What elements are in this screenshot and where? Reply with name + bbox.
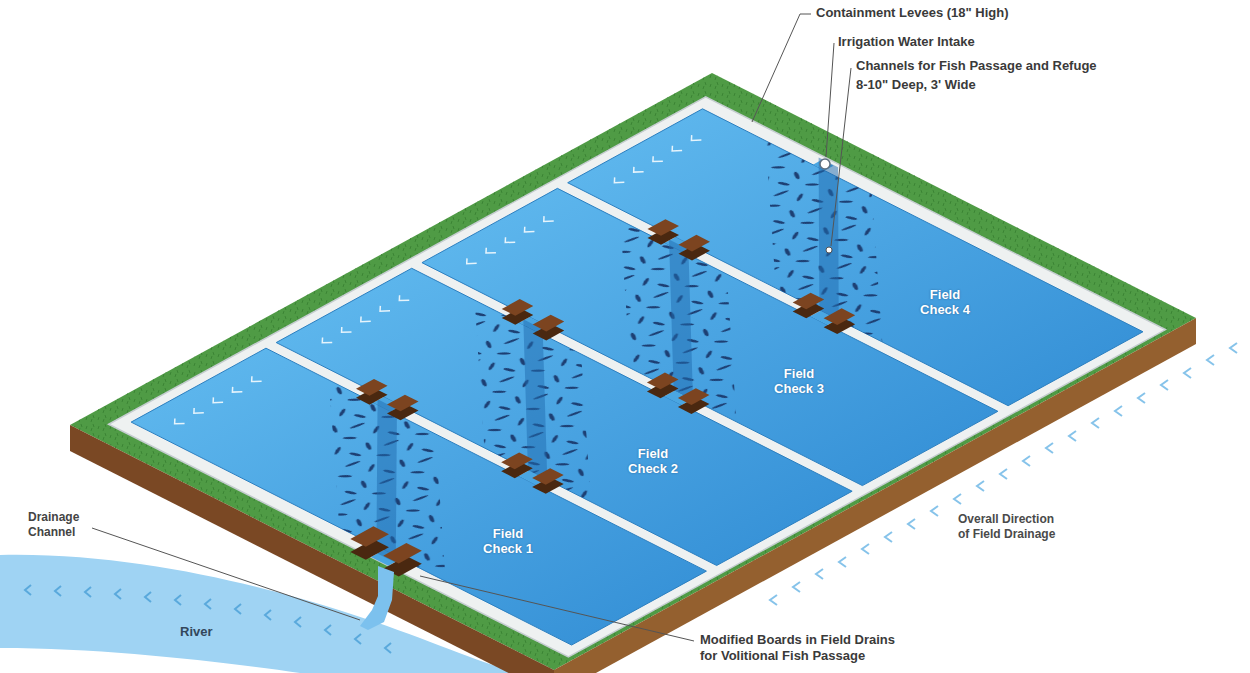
fish-school — [194, 380, 581, 581]
drainage-channel — [360, 566, 394, 630]
river-flow-chevrons — [25, 585, 391, 653]
callout-label: Channels for Fish Passage and Refuge — [856, 58, 1097, 74]
fish-channel — [383, 319, 688, 479]
weir-board-top — [793, 293, 825, 310]
weir-board-top — [532, 468, 564, 485]
leader-line — [420, 576, 694, 641]
field-check: Field Check 2 — [618, 445, 688, 479]
weir-board-top — [647, 373, 679, 390]
leader-line — [826, 43, 834, 157]
check-name: Field Check 1 — [475, 527, 541, 557]
direction-note: Overall Direction of Field Drainage — [958, 512, 1062, 542]
river-name: River — [180, 624, 213, 640]
ground-texture — [70, 73, 1196, 670]
leader-line — [752, 14, 811, 122]
flow-chevrons — [317, 295, 409, 345]
weir-board-top — [387, 395, 419, 412]
weir-board-top — [533, 315, 565, 332]
fish-channel — [674, 157, 983, 320]
field-check: Field Check 4 — [910, 286, 980, 320]
callout-label: Irrigation Water Intake — [838, 34, 975, 50]
leader-line — [831, 68, 851, 246]
drain-board-top — [350, 526, 389, 547]
drain-tops — [350, 526, 422, 563]
weir-board-top — [824, 308, 856, 325]
weir-board-top — [501, 452, 533, 469]
leader-dot — [826, 247, 832, 253]
callout-label: Drainage Channel — [28, 510, 90, 540]
flow-chevrons — [610, 135, 702, 185]
callout-label: Modified Boards in Field Drains for Voli… — [700, 632, 905, 665]
fish-channel — [528, 239, 833, 399]
drain-board-top — [383, 543, 422, 564]
containment-levee — [109, 97, 1166, 657]
check-name: Field Check 2 — [620, 447, 686, 477]
leader-line — [92, 528, 360, 620]
field-check: Field Check 1 — [473, 525, 543, 559]
board-tops — [356, 219, 855, 485]
board-bases — [207, 228, 857, 576]
weir-board-top — [356, 379, 388, 396]
field-plane — [109, 97, 1166, 657]
flow-chevrons — [170, 376, 262, 426]
field-check: Field Check 3 — [764, 365, 834, 399]
weir-board-top — [647, 219, 679, 236]
weir-board-top — [678, 235, 710, 252]
dimension-label: 8-10" Deep, 3' Wide — [856, 77, 976, 93]
callout-label: Containment Levees (18" High) — [816, 5, 1009, 21]
flow-chevrons — [462, 216, 554, 266]
check-name: Field Check 3 — [766, 367, 832, 397]
drainage-direction-chevrons — [770, 343, 1237, 605]
irrigation-intake — [820, 159, 830, 169]
check-name: Field Check 4 — [912, 288, 978, 318]
weir-board-top — [502, 299, 534, 316]
weir-board-top — [678, 388, 710, 405]
fish-channel — [231, 399, 542, 563]
ground-top — [70, 73, 1196, 670]
